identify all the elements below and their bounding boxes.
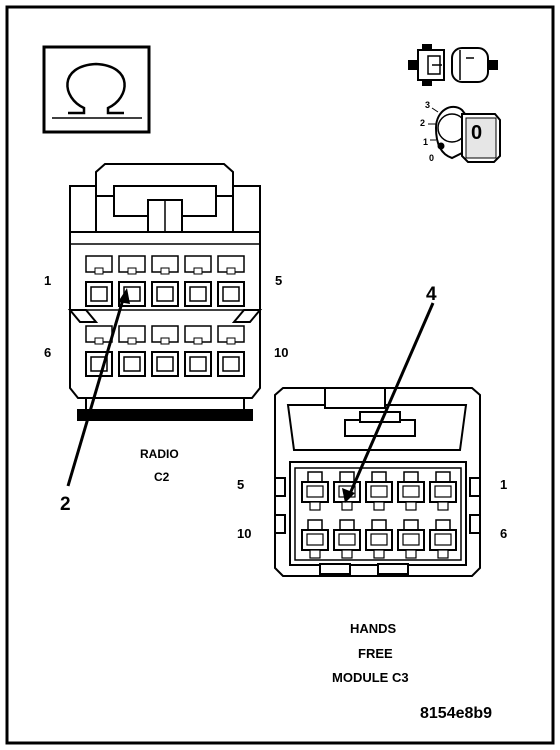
hfm-pin-cavity <box>365 519 393 559</box>
ignition-position-1: 1 <box>423 137 429 147</box>
ignition-key-icon <box>428 105 501 163</box>
callout-2: 2 <box>60 494 71 515</box>
ignition-position-3: 3 <box>425 100 431 110</box>
radio-pin-cavity <box>151 255 179 307</box>
radio-caption-line1: RADIO <box>140 447 179 461</box>
hfm-pin-cavity <box>429 519 457 559</box>
ignition-position-0: 0 <box>429 153 435 163</box>
radio-pin-cavity <box>217 325 245 377</box>
hfm-pin-label-5: 5 <box>237 477 245 492</box>
hfm-pin-cavity <box>365 471 393 511</box>
leader-line-2 <box>66 288 130 487</box>
radio-pin-label-10: 10 <box>274 345 289 360</box>
radio-pin-label-6: 6 <box>44 345 52 360</box>
radio-c2-connector <box>67 163 263 421</box>
hfm-caption-line2: FREE <box>358 646 393 661</box>
radio-pin-cavity <box>184 255 212 307</box>
hfm-pin-cavity <box>301 519 329 559</box>
hfm-pin-cavity <box>397 471 425 511</box>
radio-pin-label-1: 1 <box>44 273 52 288</box>
radio-pin-cavity <box>85 255 113 307</box>
hfm-caption-line1: HANDS <box>350 621 397 636</box>
hfm-pin-label-6: 6 <box>500 526 508 541</box>
radio-caption-line2: C2 <box>154 470 170 484</box>
leader-line-4 <box>342 302 435 503</box>
ohm-meter-icon <box>42 45 151 134</box>
radio-pin-cavity <box>217 255 245 307</box>
hfm-pin-cavity <box>333 519 361 559</box>
hfm-pin-cavity <box>429 471 457 511</box>
radio-pin-cavity <box>151 325 179 377</box>
hfm-pin-cavity <box>301 471 329 511</box>
hfm-pin-label-1: 1 <box>500 477 508 492</box>
figure-code: 8154e8b9 <box>420 705 493 722</box>
ignition-key-label: 0 <box>471 122 483 144</box>
callout-4: 4 <box>426 284 437 305</box>
ignition-position-2: 2 <box>420 118 426 128</box>
disconnected-connector-icon <box>408 44 498 86</box>
hfm-pin-cavity <box>397 519 425 559</box>
radio-pin-label-5: 5 <box>275 273 283 288</box>
radio-pin-cavity <box>184 325 212 377</box>
radio-pin-cavity <box>118 325 146 377</box>
hfm-pin-label-10: 10 <box>237 526 252 541</box>
hfm-caption-line3: MODULE C3 <box>332 670 409 685</box>
radio-pin-cavity <box>118 255 146 307</box>
hfm-pin-array <box>301 471 457 559</box>
